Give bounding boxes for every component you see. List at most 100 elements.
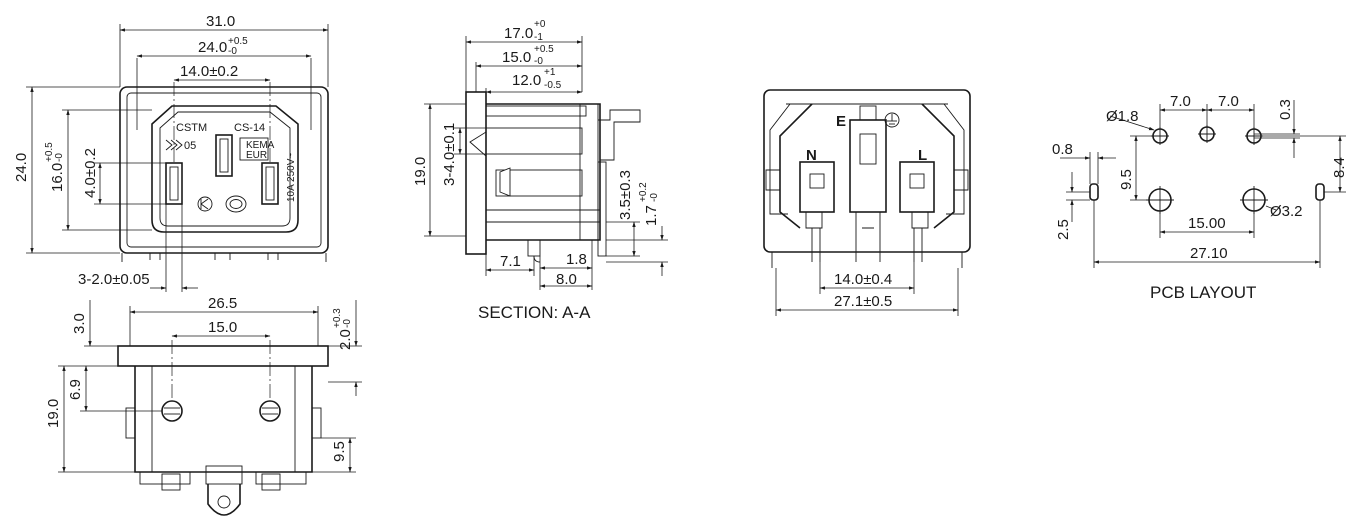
rear-view: E N L 14.0±0.4 27.1±0.5 <box>763 89 971 316</box>
cstm-logo-icon <box>165 139 183 151</box>
dim-rear-pin-spacing: 14.0±0.4 <box>834 271 892 288</box>
dim-section-offset-2: 1.8 <box>566 251 587 268</box>
left-clip <box>125 407 136 439</box>
dim-pcb-spacing-2: 7.0 <box>1218 93 1239 110</box>
pcb-layout: 7.0 7.0 Ø1.8 0.3 0.8 9.5 8.4 Ø3.2 15.00 … <box>1052 93 1348 302</box>
dim-pcb-small-hole: Ø1.8 <box>1106 108 1139 125</box>
dim-inner-height: 16.0 <box>49 163 66 192</box>
kc-logo-icon <box>197 196 213 212</box>
marking-cstm: CSTM <box>176 122 207 134</box>
dim-pcb-slot-width: 0.8 <box>1052 141 1073 158</box>
dim-section-depth-3-tol-lower: -0.5 <box>544 80 562 91</box>
dim-pcb-large-hole: Ø3.2 <box>1270 203 1303 220</box>
dim-section-depth-tol-upper: +0 <box>534 19 546 30</box>
marking-code: 05 <box>184 140 196 152</box>
dim-section-leg: 3.5±0.3 <box>617 170 634 220</box>
dim-section-depth-2: 15.0 <box>502 49 531 66</box>
section-body <box>486 103 601 241</box>
front-housing-outline <box>119 86 329 254</box>
dim-pcb-vertical-spacing: 9.5 <box>1118 169 1135 190</box>
terminal-left <box>139 471 191 485</box>
dim-section-depth-tol-lower: -1 <box>534 32 543 43</box>
cert-box <box>239 137 269 161</box>
pin-live-inner <box>265 166 275 201</box>
inlet-inner-outline <box>159 111 291 227</box>
dim-pcb-slot-height: 2.5 <box>1055 219 1072 240</box>
dim-pcb-large-spacing: 15.00 <box>1188 215 1226 232</box>
dim-section-depth-2-tol-lower: -0 <box>534 56 543 67</box>
pcb-slot-right <box>1315 183 1325 201</box>
pcb-hole-large-1-icon <box>1146 186 1174 214</box>
dim-bottom-height: 19.0 <box>45 399 62 428</box>
pcb-hole-large-2-icon <box>1240 186 1268 214</box>
pcb-caption: PCB LAYOUT <box>1150 283 1256 302</box>
dim-flange-right-tol-lower: -0 <box>342 319 353 328</box>
dim-pin-height: 4.0±0.2 <box>82 148 99 198</box>
dim-section-thickness-tol-lower: -0 <box>649 193 660 202</box>
bottom-flange <box>117 345 329 367</box>
dim-section-depth-3-tol-upper: +1 <box>544 67 556 78</box>
terminal-center <box>205 465 243 485</box>
dim-pin-spacing: 14.0±0.2 <box>180 63 238 80</box>
dim-section-thickness-tol-upper: +0.2 <box>638 182 649 202</box>
dim-inner-width-tol-upper: +0.5 <box>228 36 248 47</box>
pin-live <box>261 162 279 205</box>
pcb-hole-small-3-icon <box>1245 127 1263 145</box>
marking-model: CS-14 <box>234 122 265 134</box>
front-base-pins <box>121 253 327 262</box>
dim-overall-width: 31.0 <box>206 13 235 30</box>
marking-cert-line2: EUR <box>246 150 267 161</box>
dim-section-offset-1: 7.1 <box>500 253 521 270</box>
section-hatched-pin <box>485 127 583 155</box>
screw-hole-left-icon <box>161 400 183 422</box>
section-caption: SECTION: A-A <box>478 303 591 322</box>
section-terminal <box>598 109 641 161</box>
marking-cert-line1: KEMA <box>246 140 275 151</box>
dim-bottom-width: 26.5 <box>208 295 237 312</box>
dim-section-offset-3: 8.0 <box>556 271 577 288</box>
front-view: CSTM CS-14 05 KEMA EUR 10A 250V~ 31.0 24… <box>13 13 329 292</box>
dim-pcb-height: 8.4 <box>1331 157 1348 178</box>
dim-bottom-pin-height: 9.5 <box>331 441 348 462</box>
rear-terminal-n <box>799 161 835 213</box>
dim-pin-width: 3-2.0±0.05 <box>78 271 150 288</box>
dim-section-depth: 17.0 <box>504 25 533 42</box>
dim-hole-height: 6.9 <box>67 379 84 400</box>
pin-neutral-inner <box>169 166 179 201</box>
terminal-right <box>255 471 307 485</box>
inlet-outline <box>151 105 299 233</box>
ccc-logo-icon <box>225 195 247 213</box>
dim-section-pin: 3-4.0±0.1 <box>441 123 458 186</box>
dim-inner-width: 24.0 <box>198 39 227 56</box>
dim-section-thickness: 1.7 <box>643 205 660 226</box>
dim-inner-height-tol-lower: -0 <box>54 153 65 162</box>
pin-neutral <box>165 162 183 205</box>
earth-symbol-icon <box>884 112 900 128</box>
bottom-body <box>134 366 313 473</box>
section-flange <box>465 91 487 255</box>
screw-hole-right-icon <box>259 400 281 422</box>
right-clip <box>311 407 322 439</box>
pcb-hole-small-2-icon <box>1198 125 1216 143</box>
dim-pcb-overall-width: 27.10 <box>1190 245 1228 262</box>
pin-earth <box>215 134 233 177</box>
label-earth: E <box>836 113 846 130</box>
dim-rear-width: 27.1±0.5 <box>834 293 892 310</box>
dim-inner-width-tol-lower: -0 <box>228 46 237 57</box>
dim-pcb-spacing-1: 7.0 <box>1170 93 1191 110</box>
dim-section-depth-2-tol-upper: +0.5 <box>534 44 554 55</box>
pcb-hole-small-1-icon <box>1151 127 1169 145</box>
pin-earth-inner <box>219 138 229 173</box>
bottom-view: 26.5 15.0 3.0 2.0 +0.3 -0 6.9 19.0 9.5 <box>45 295 362 516</box>
section-view: 17.0 +0 -1 15.0 +0.5 -0 12.0 +1 -0.5 19.… <box>412 19 668 322</box>
pcb-slot-left <box>1089 183 1099 201</box>
marking-rating: 10A 250V~ <box>286 153 297 202</box>
label-live: L <box>918 147 927 164</box>
terminal-center-loop <box>207 484 241 516</box>
dim-flange-right: 2.0 <box>337 329 354 350</box>
dim-inner-height-tol-upper: +0.5 <box>44 142 55 162</box>
dim-overall-height: 24.0 <box>13 153 30 182</box>
dim-flange: 3.0 <box>71 313 88 334</box>
